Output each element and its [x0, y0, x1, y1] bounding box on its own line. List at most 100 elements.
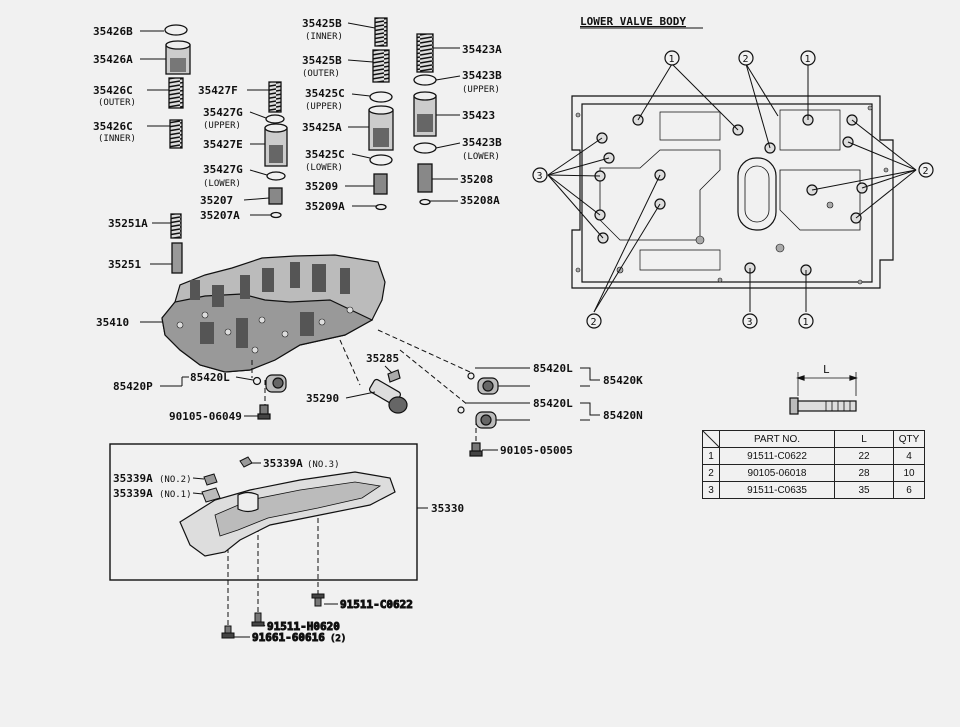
- labels-85420K-N: 85420L 85420K 85420L 85420N 90105-05005: [465, 362, 643, 457]
- spring-35251A: [170, 213, 182, 239]
- label-35427G-lower-sub: (LOWER): [203, 179, 241, 189]
- svg-text:2: 2: [923, 166, 929, 177]
- spring-35423A: [416, 33, 434, 73]
- label-35425A: 35425A: [302, 121, 342, 134]
- o-ring-35425C-upper: [369, 91, 393, 103]
- lower-valve-body-title: LOWER VALVE BODY: [580, 15, 686, 28]
- label-35425B-inner-sub: (INNER): [305, 32, 343, 42]
- label-90105-06049: 90105-06049: [169, 410, 242, 423]
- table-row: 2 90105-06018 28 10: [702, 464, 925, 482]
- label-35285: 35285: [366, 352, 399, 365]
- label-35207A: 35207A: [200, 209, 240, 222]
- row-length: 22: [834, 447, 894, 465]
- label-35339A-no2-sub: (NO.2): [159, 475, 192, 485]
- clip-35209A: [375, 203, 387, 211]
- clip-35285: [387, 369, 401, 383]
- label-35209A: 35209A: [305, 200, 345, 213]
- label-85420P: 85420P: [113, 380, 153, 393]
- callout-2-bottom: 2: [586, 313, 602, 329]
- callout-1-top-left: 1: [664, 50, 680, 66]
- label-35339A-no1-sub: (NO.1): [159, 490, 192, 500]
- center-column-parts: [368, 17, 437, 211]
- valve-35427E: [264, 123, 288, 167]
- svg-text:1: 1: [803, 317, 809, 328]
- bolt-table-header: PART NO. L QTY: [702, 430, 925, 448]
- label-35426C-outer-sub: (OUTER): [98, 98, 136, 108]
- row-qty: 6: [893, 481, 925, 499]
- callout-lines: [547, 63, 917, 313]
- label-35425C-upper-sub: (UPPER): [305, 102, 343, 112]
- label-35426C-outer: 35426C: [93, 84, 133, 97]
- bolt-length-label: L: [823, 363, 830, 376]
- row-number: 2: [702, 464, 720, 482]
- label-35427G-lower: 35427G: [203, 163, 243, 176]
- spring-35427F: [268, 81, 282, 113]
- row-qty: 10: [893, 464, 925, 482]
- o-ring-35423B-lower: [413, 142, 437, 154]
- callout-2-right: 2: [918, 162, 934, 178]
- svg-text:2: 2: [743, 54, 749, 65]
- strainer-bolts: 91511-C0622 91511-H0620 91661-60616 (2): [221, 593, 413, 645]
- label-35425B-outer: 35425B: [302, 54, 342, 67]
- label-35426A: 35426A: [93, 53, 133, 66]
- label-35208: 35208: [460, 173, 493, 186]
- callouts: 1 2 1 3 2 2 3 1: [532, 50, 934, 329]
- label-35339A-no1: 35339A: [113, 487, 153, 500]
- row-part-no: 90105-06018: [719, 464, 835, 482]
- solenoid-85420N: [457, 406, 497, 457]
- gasket-35339A-no2: [203, 473, 218, 486]
- label-35427G-upper: 35427G: [203, 106, 243, 119]
- spring-35426C-inner: [169, 119, 183, 149]
- lower-valve-body-plate: [571, 95, 894, 289]
- leader-lines: [140, 22, 461, 323]
- strainer-35330: [179, 471, 396, 557]
- label-35207: 35207: [200, 194, 233, 207]
- labels-35290: 35285 35290: [306, 352, 399, 405]
- label-35427E: 35427E: [203, 138, 243, 151]
- piston-35425A: [368, 105, 394, 151]
- gasket-35339A-no1: [201, 487, 221, 503]
- label-35426C-inner-sub: (INNER): [98, 134, 136, 144]
- label-35425B-inner: 35425B: [302, 17, 342, 30]
- bolt-table: PART NO. L QTY 1 91511-C0622 22 4 2 9010…: [702, 430, 925, 499]
- header-qty: QTY: [893, 430, 925, 448]
- label-35423B-lower: 35423B: [462, 136, 502, 149]
- o-ring-35425C-lower: [369, 154, 393, 166]
- bolt-length-diagram: L: [789, 363, 858, 415]
- label-35425C-upper: 35425C: [305, 87, 345, 100]
- label-35427G-upper-sub: (UPPER): [203, 121, 241, 131]
- label-35426B: 35426B: [93, 25, 133, 38]
- label-35339A-no3: 35339A: [263, 457, 303, 470]
- label-85420L-b: 85420L: [533, 362, 573, 375]
- label-35423A: 35423A: [462, 43, 502, 56]
- label-85420L-a: 85420L: [190, 371, 230, 384]
- label-35427F: 35427F: [198, 84, 238, 97]
- label-35251: 35251: [108, 258, 141, 271]
- row-qty: 4: [893, 447, 925, 465]
- callout-3-left: 3: [532, 167, 548, 183]
- label-35339A-no3-sub: (NO.3): [307, 460, 340, 470]
- label-35423B-upper-sub: (UPPER): [462, 85, 500, 95]
- label-91661-60616-sub: (2): [330, 634, 346, 644]
- table-row: 3 91511-C0635 35 6: [702, 481, 925, 499]
- label-35290: 35290: [306, 392, 339, 405]
- callout-3-bottom: 3: [742, 313, 758, 329]
- bolt-91511-C0622: [311, 593, 338, 607]
- svg-text:3: 3: [747, 317, 753, 328]
- header-length: L: [834, 430, 894, 448]
- o-ring-35427G-lower: [266, 171, 286, 181]
- plug-35207: [268, 187, 283, 205]
- label-35423B-upper: 35423B: [462, 69, 502, 82]
- strainer-gaskets: [201, 456, 253, 503]
- label-91511-H0620: 91511-H0620: [267, 620, 340, 633]
- strainer-labels: 35339A (NO.3) 35339A (NO.2) 35339A (NO.1…: [113, 457, 340, 500]
- left-column-parts: [164, 24, 288, 274]
- o-ring-35427G-upper: [265, 114, 285, 124]
- label-35425C-lower-sub: (LOWER): [305, 163, 343, 173]
- label-35339A-no2: 35339A: [113, 472, 153, 485]
- row-part-no: 91511-C0622: [719, 447, 835, 465]
- spring-35425B-outer: [372, 49, 390, 83]
- spring-35425B-inner: [374, 17, 388, 47]
- solenoid-85420K: [467, 372, 499, 395]
